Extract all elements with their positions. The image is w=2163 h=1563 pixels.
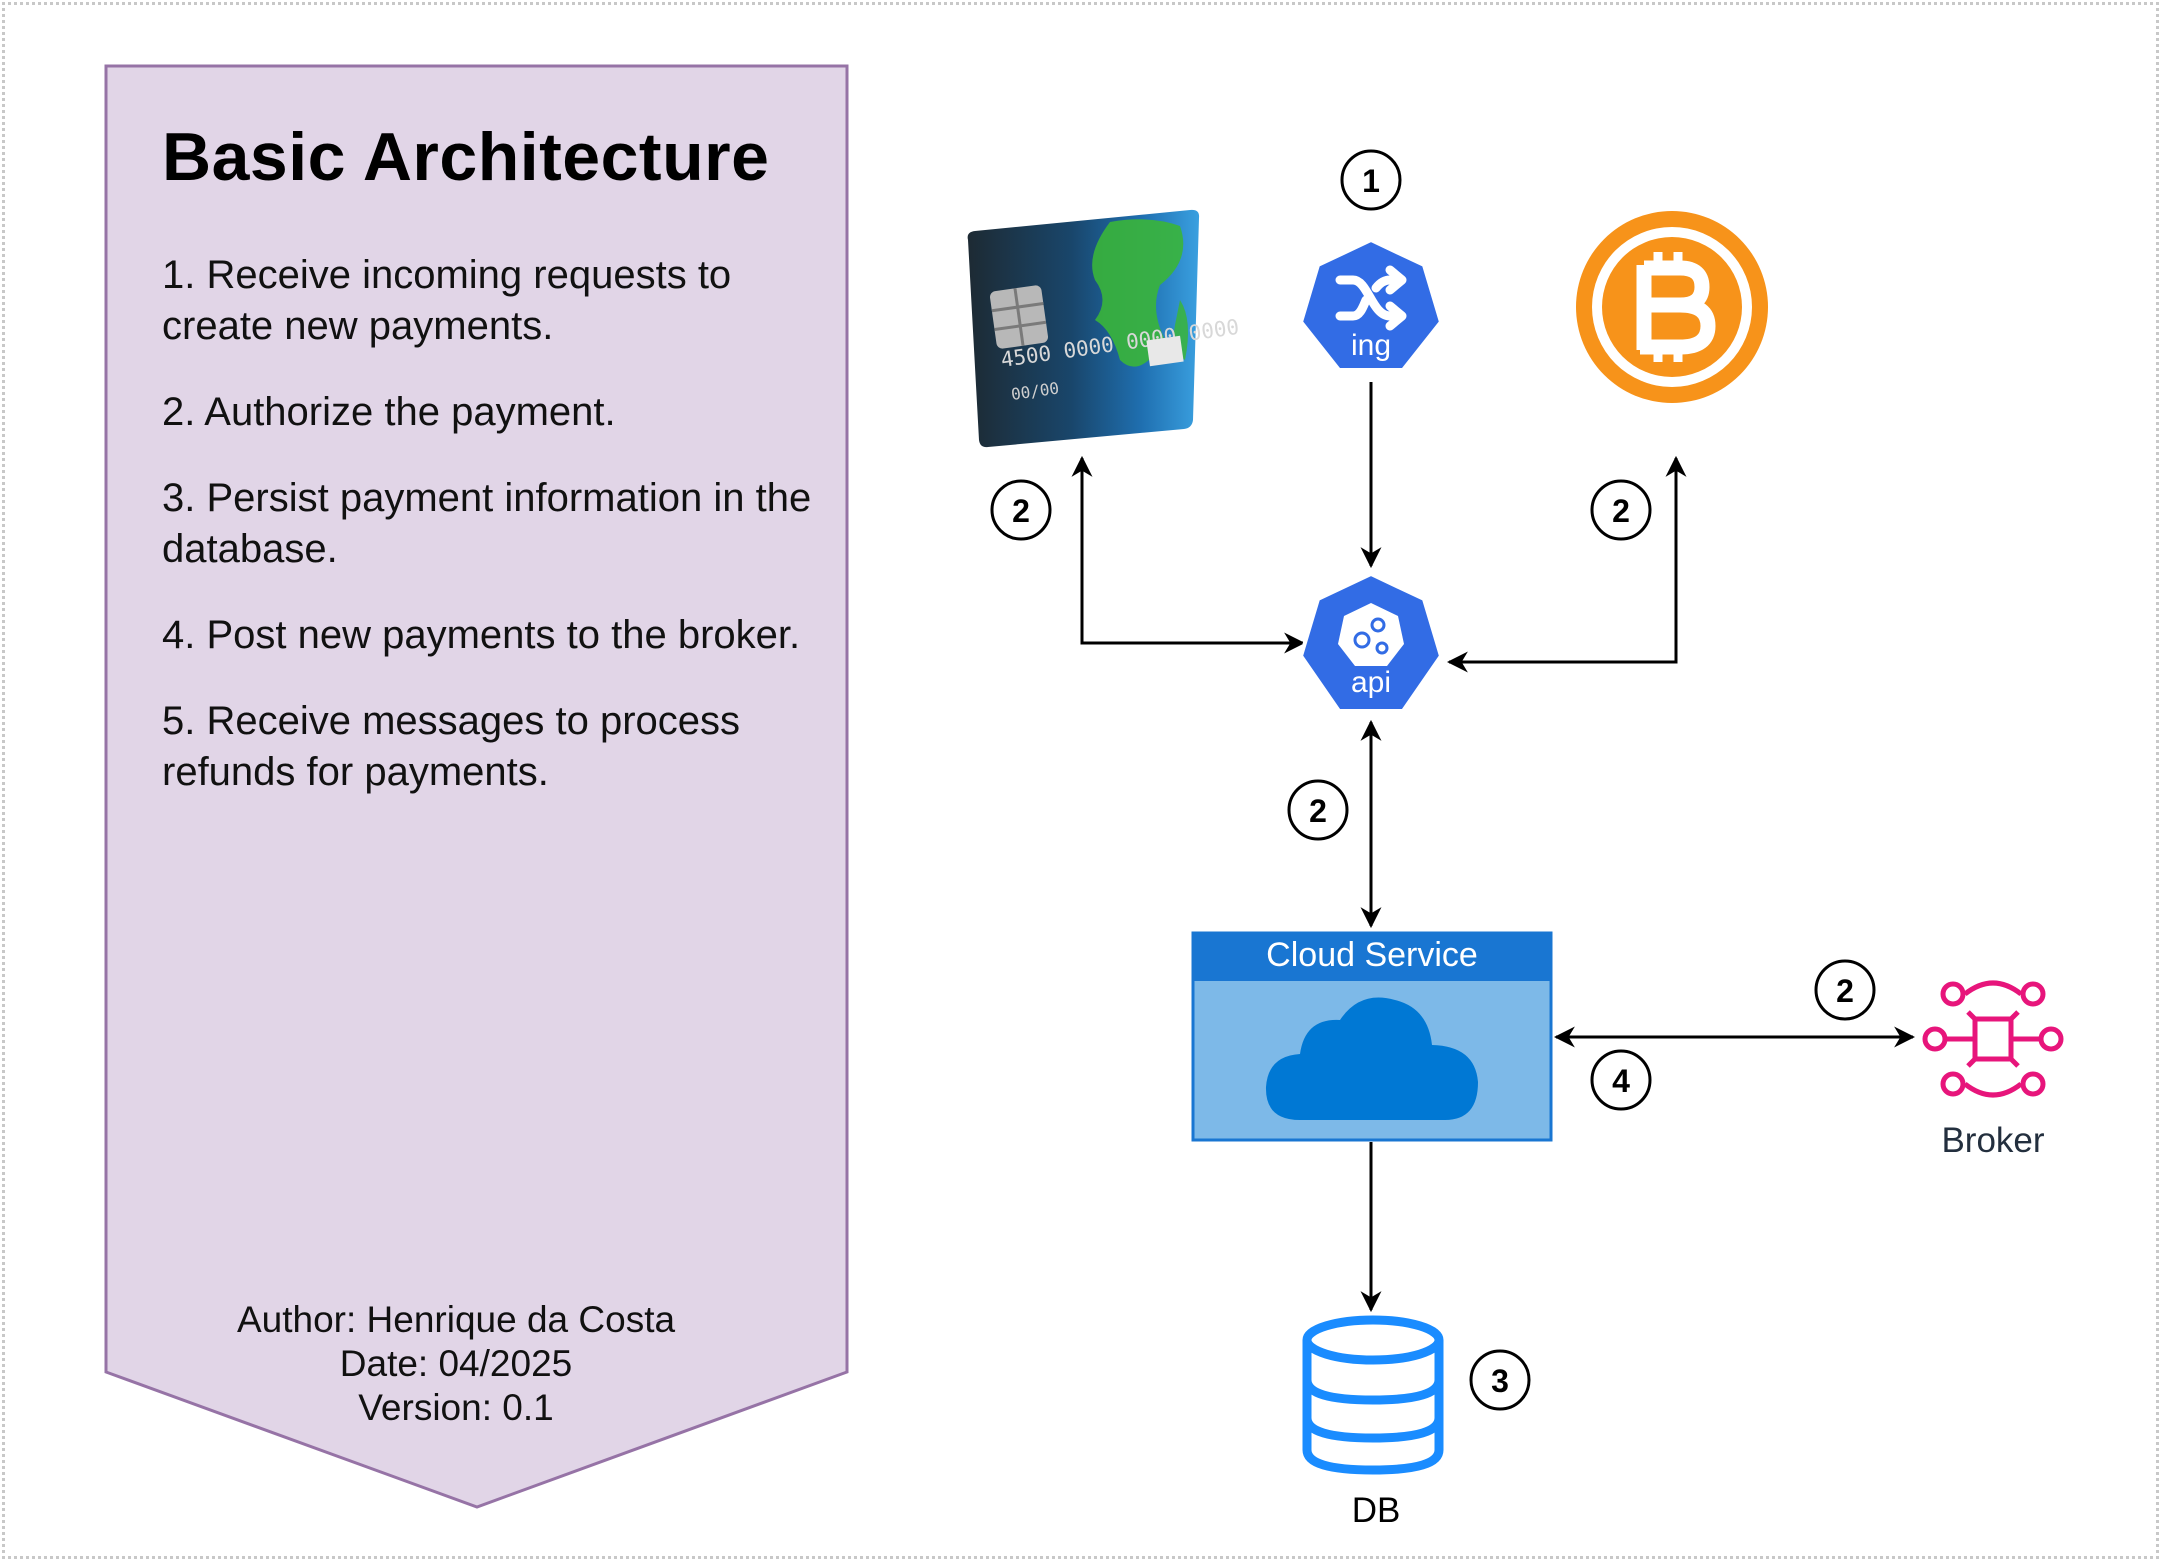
date-text: Date: 04/2025: [339, 1343, 573, 1384]
ingress-node: ing: [1298, 237, 1444, 372]
version-text: Version: 0.1: [358, 1387, 554, 1428]
step-item: 2. Authorize the payment.: [162, 390, 616, 434]
svg-text:4: 4: [1612, 1063, 1630, 1099]
steps-list: 1. Receive incoming requests to create n…: [162, 250, 822, 833]
db-label: DB: [1352, 1491, 1401, 1530]
step-badge-card: 2: [990, 479, 1052, 541]
step-badge-ingress: 1: [1340, 149, 1402, 211]
step-item: 1. Receive incoming requests to create n…: [162, 253, 732, 348]
edge-bitcoin-api: [1446, 455, 1687, 673]
broker-icon: [1922, 980, 2064, 1098]
step-badge-broker: 2: [1814, 959, 1876, 1021]
panel-title: Basic Architecture: [162, 119, 770, 195]
step-badge-refund: 4: [1590, 1049, 1652, 1111]
shuffle-icon: [1335, 265, 1407, 331]
step-badge-bitcoin: 2: [1590, 479, 1652, 541]
author-text: Author: Henrique da Costa: [236, 1299, 676, 1340]
bitcoin-icon: [1576, 211, 1768, 403]
svg-text:3: 3: [1491, 1363, 1509, 1399]
step-badge-api-cloud: 2: [1287, 779, 1349, 841]
document-meta: Author: Henrique da Costa Date: 04/2025 …: [106, 1298, 806, 1430]
broker-label: Broker: [1941, 1121, 2044, 1160]
cloud-icon: [1265, 997, 1478, 1120]
svg-text:2: 2: [1612, 493, 1630, 529]
edge-card-api: [1071, 455, 1306, 654]
api-node: api: [1298, 571, 1444, 713]
svg-text:2: 2: [1309, 793, 1327, 829]
info-panel: [104, 64, 849, 1509]
step-item: 5. Receive messages to process refunds f…: [162, 699, 741, 794]
step-item: 4. Post new payments to the broker.: [162, 613, 801, 657]
database-icon: [1302, 1315, 1444, 1475]
step-badge-db: 3: [1469, 1349, 1531, 1411]
cloud-service-node: Cloud Service: [1191, 931, 1553, 1142]
svg-text:1: 1: [1362, 163, 1380, 199]
api-label: api: [1351, 666, 1391, 699]
svg-text:2: 2: [1012, 493, 1030, 529]
cloud-service-title: Cloud Service: [1266, 936, 1478, 974]
svg-text:2: 2: [1836, 973, 1854, 1009]
credit-card-icon: 4500 0000 0000 0000 00/00: [967, 209, 1241, 448]
ingress-label: ing: [1351, 329, 1391, 362]
step-item: 3. Persist payment information in the da…: [162, 476, 812, 571]
